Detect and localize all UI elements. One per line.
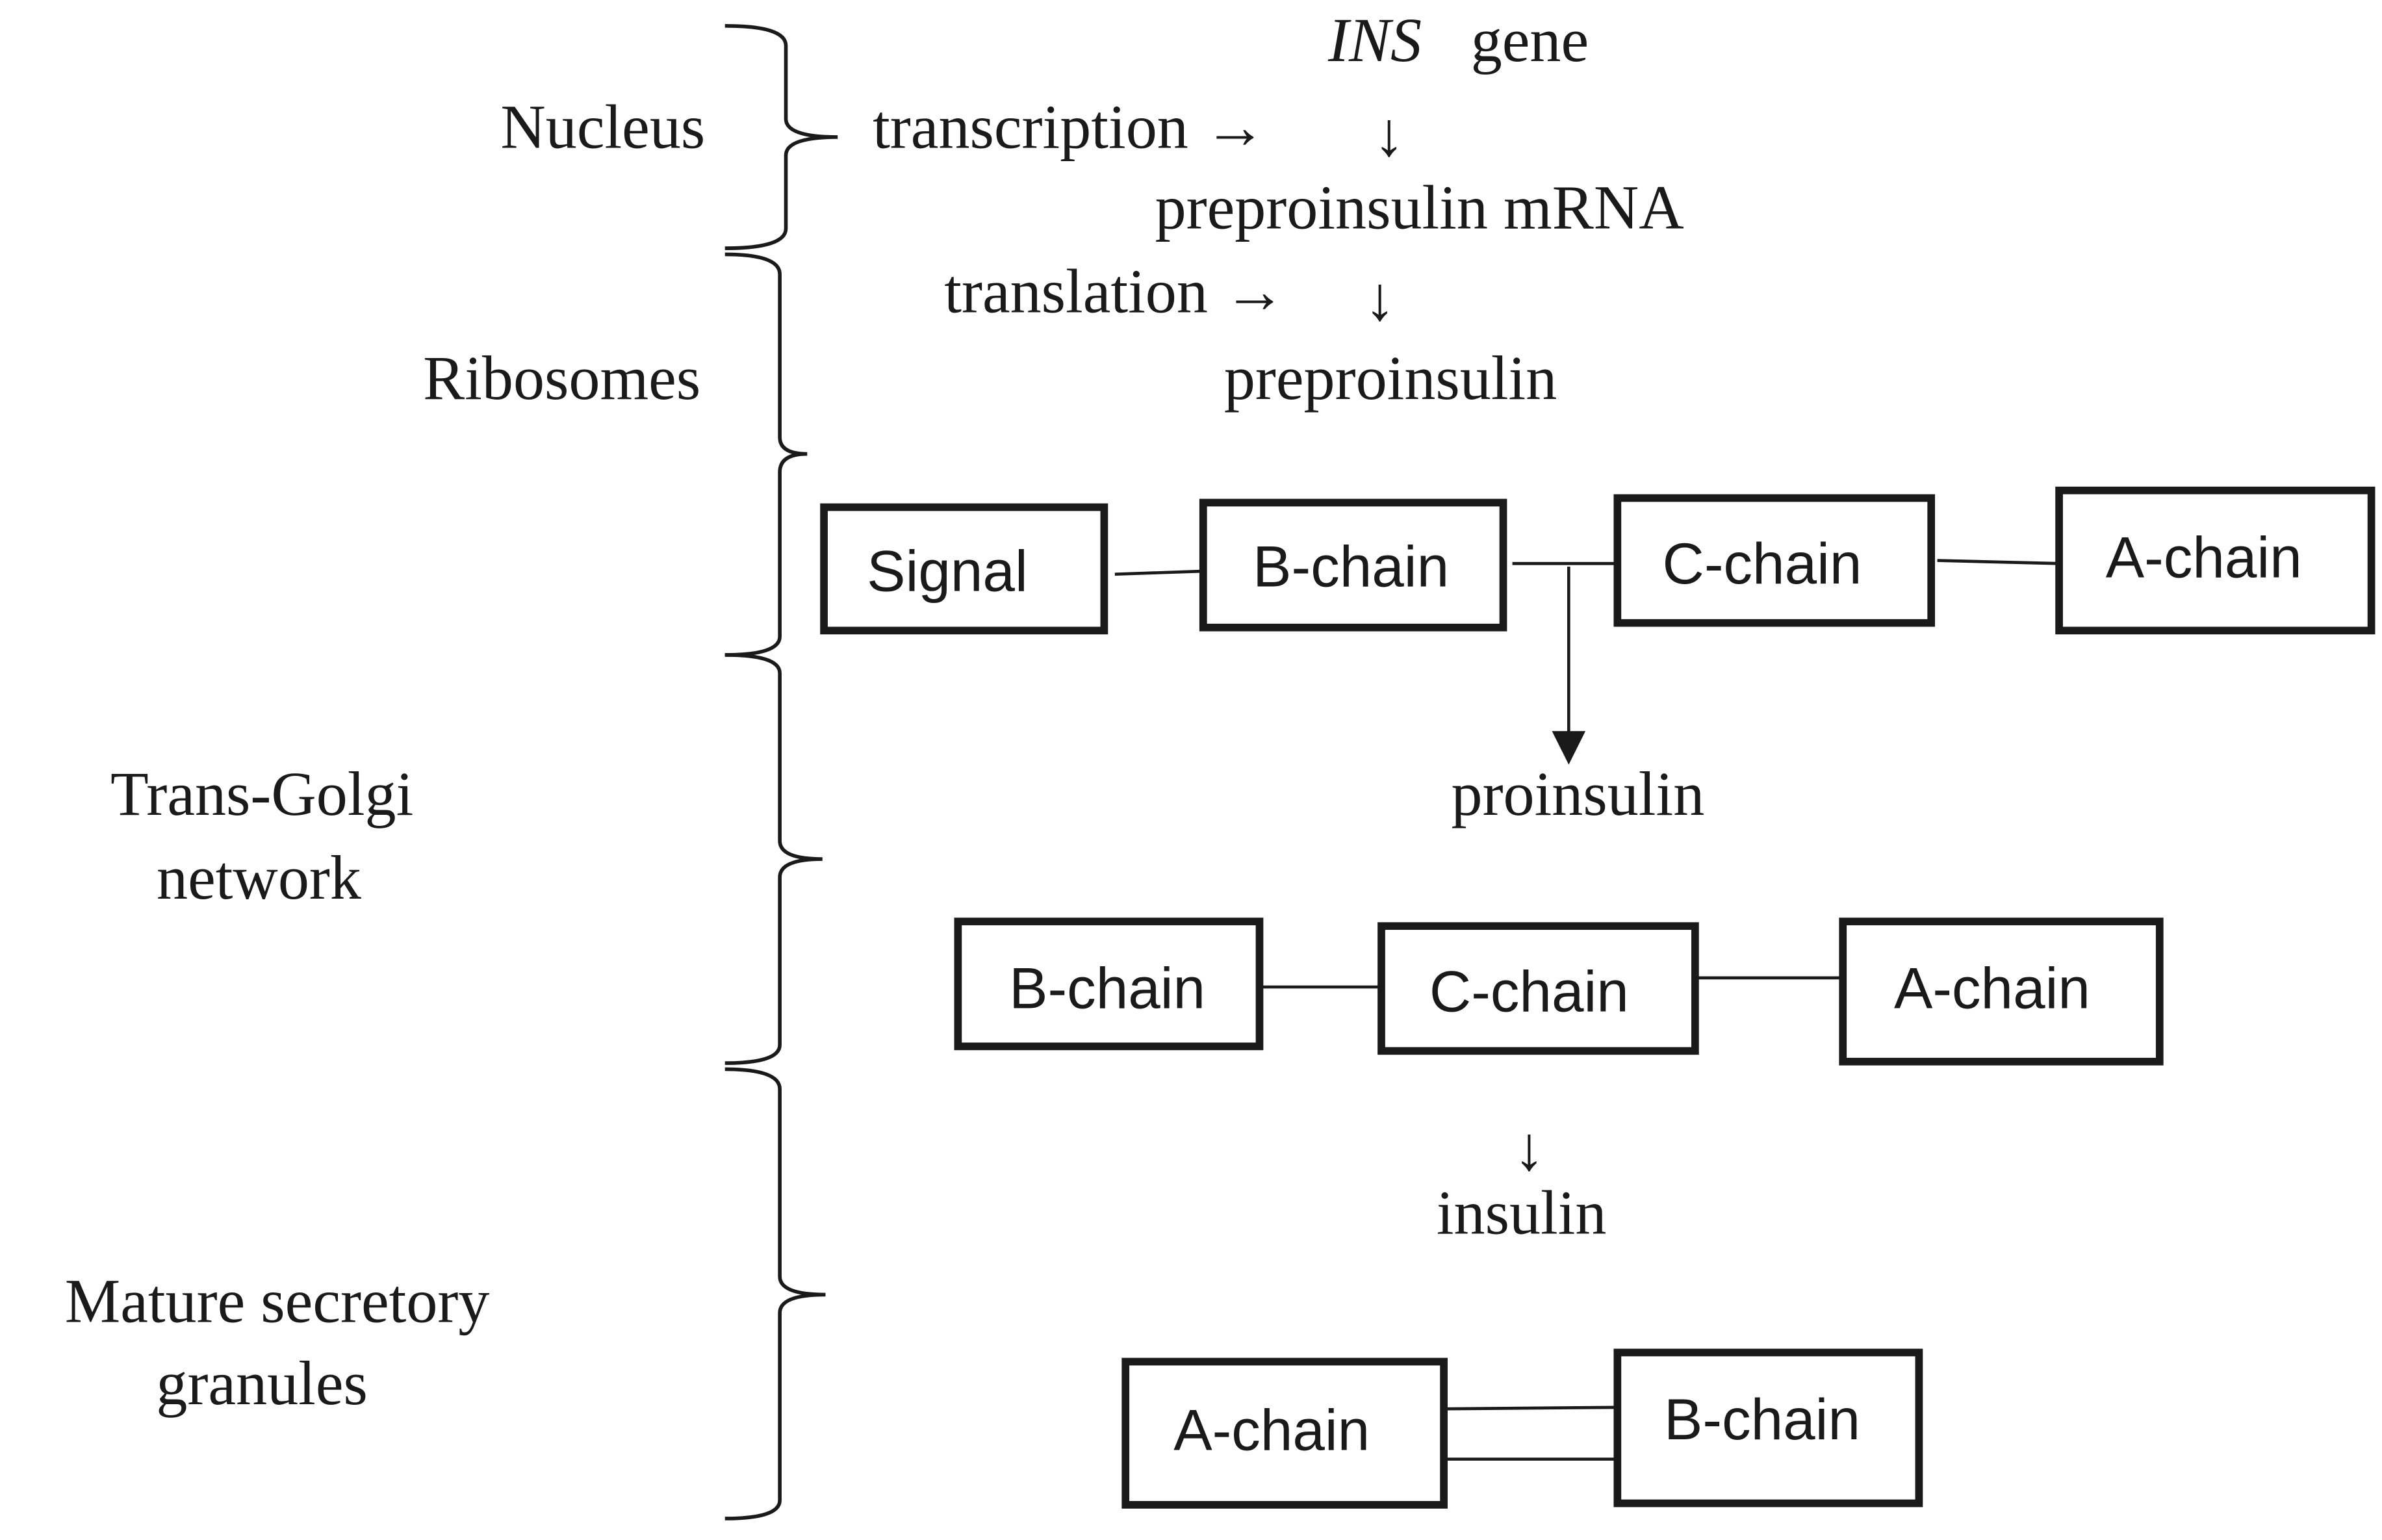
signal-peptide-box: Signal (867, 538, 1028, 603)
insulin-down-arrow: ↓ (1513, 1114, 1544, 1183)
trans-golgi-label-line2: network (157, 843, 362, 912)
ribosomes-label: Ribosomes (423, 343, 700, 413)
proinsulin-chain-row: B-chain C-chain A-chain (954, 918, 2164, 1066)
insulin-chain-row: A-chain B-chain (1121, 1348, 1923, 1509)
c-chain-box: C-chain (1429, 958, 1629, 1023)
nucleus-brace (724, 24, 838, 250)
transcription-down-arrow: ↓ (1374, 99, 1405, 169)
gene-label: INS gene (1327, 5, 1589, 75)
preproinsulin-label: preproinsulin (1224, 343, 1557, 413)
insulin-label: insulin (1437, 1178, 1607, 1248)
proinsulin-label: proinsulin (1452, 759, 1705, 828)
trans-golgi-label-line1: Trans-Golgi (110, 759, 413, 828)
trans-golgi-brace (724, 653, 823, 1065)
c-chain-box: C-chain (1663, 531, 1862, 596)
compartment-braces (724, 24, 838, 1521)
granules-label-line2: granules (156, 1348, 368, 1418)
a-chain-box: A-chain (1173, 1397, 1370, 1462)
granules-label-line1: Mature secretory (65, 1266, 490, 1336)
transcription-label: transcription → (873, 92, 1266, 161)
a-chain-box: A-chain (1894, 956, 2090, 1021)
nucleus-label: Nucleus (500, 92, 705, 161)
a-chain-box: A-chain (2106, 524, 2302, 589)
b-chain-box: B-chain (1009, 956, 1205, 1021)
b-chain-box: B-chain (1664, 1387, 1860, 1452)
gene-suffix: gene (1471, 5, 1589, 75)
b-chain-box: B-chain (1253, 533, 1449, 598)
translation-down-arrow: ↓ (1364, 264, 1396, 333)
translation-label: translation → (944, 257, 1286, 326)
gene-name: INS (1327, 5, 1422, 75)
signal-cleavage-arrow (1552, 566, 1586, 765)
preproinsulin-chain-row: Signal B-chain C-chain A-chain (820, 486, 2376, 635)
mrna-label: preproinsulin mRNA (1155, 173, 1684, 242)
granules-brace (724, 1067, 826, 1521)
ribosomes-brace (724, 252, 808, 657)
